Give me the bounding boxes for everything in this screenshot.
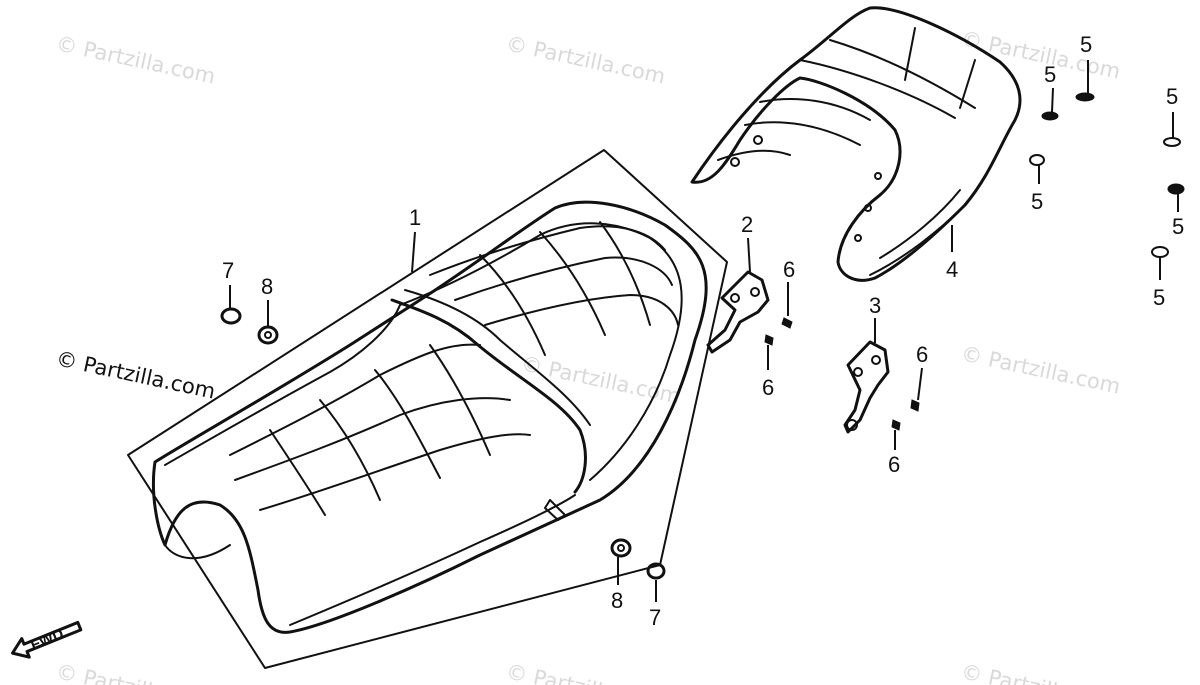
bracket-bolt[interactable] [764,334,774,346]
callout-5[interactable]: 5 [1166,84,1178,109]
fwd-label: FWD [28,625,66,654]
cowl-screw[interactable] [1075,92,1095,102]
callout-1[interactable]: 1 [409,205,421,230]
callout-2[interactable]: 2 [741,212,753,237]
seat-assembly-boundary [127,149,728,669]
watermarks: © Partzilla.com © Partzilla.com © Partzi… [54,26,1123,685]
watermark: © Partzilla.com [504,31,668,88]
callout-4[interactable]: 4 [946,257,958,282]
leader-lines [229,60,1179,602]
seat-nut-bottom[interactable] [646,562,666,580]
callout-8[interactable]: 8 [611,588,623,613]
bracket-bolt[interactable] [781,317,793,329]
callout-8[interactable]: 8 [261,274,273,299]
callouts: 1 2 3 4 5 5 5 5 5 5 6 6 6 6 7 7 8 8 [222,32,1184,630]
bracket-bolt[interactable] [910,399,920,412]
callout-5[interactable]: 5 [1172,214,1184,239]
callout-5[interactable]: 5 [1044,62,1056,87]
watermark-dark: © Partzilla.com [54,346,218,403]
callout-6[interactable]: 6 [916,342,928,367]
fwd-arrow: FWD [11,620,83,659]
watermark: © Partzilla.com [959,659,1123,685]
watermark: © Partzilla.com [504,659,668,685]
watermark: © Partzilla.com [959,26,1123,83]
callout-6[interactable]: 6 [888,452,900,477]
watermark: © Partzilla.com [54,31,218,88]
watermark: © Partzilla.com [54,659,218,685]
bracket-bolt[interactable] [891,419,901,431]
seat-washer-bottom[interactable] [610,538,632,558]
front-seat-quilting [229,343,531,516]
callout-7[interactable]: 7 [222,258,234,283]
seat-part[interactable] [151,200,708,634]
callout-5[interactable]: 5 [1153,285,1165,310]
cowl-screw[interactable] [1151,246,1169,258]
fasteners [220,92,1185,580]
callout-5[interactable]: 5 [1080,32,1092,57]
watermark: © Partzilla.com [959,341,1123,398]
cowl-screw[interactable] [1029,154,1045,166]
callout-3[interactable]: 3 [869,293,881,318]
callout-6[interactable]: 6 [762,375,774,400]
callout-6[interactable]: 6 [783,257,795,282]
cowl-screw[interactable] [1163,137,1181,147]
rear-seat-quilting [429,221,679,356]
cowl-screw[interactable] [1041,111,1059,121]
seat-nut-left[interactable] [220,307,242,325]
cowl-screw[interactable] [1167,183,1185,195]
watermark: © Partzilla.com [519,351,683,408]
front-hinge-bracket-part[interactable] [706,270,770,354]
callout-7[interactable]: 7 [649,605,661,630]
callout-5[interactable]: 5 [1031,189,1043,214]
seat-washer-left[interactable] [257,325,279,345]
rear-hinge-bracket-part[interactable] [843,340,890,434]
rear-cowl-part[interactable] [690,6,1022,282]
